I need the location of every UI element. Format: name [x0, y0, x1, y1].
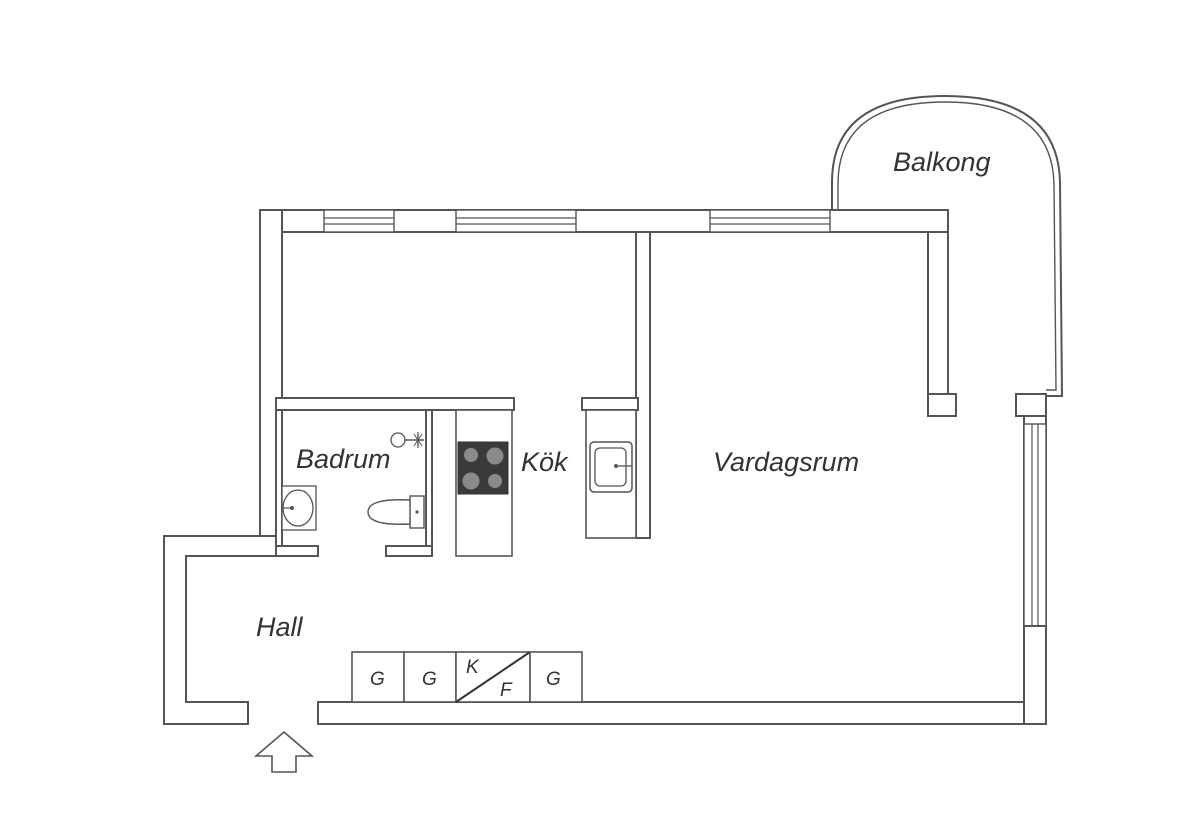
closet-3-divider	[455, 651, 531, 703]
room-label-living-room: Vardagsrum	[713, 447, 859, 477]
hall-outer-wall	[163, 535, 277, 725]
bathroom-bottom-wall-right	[385, 545, 433, 557]
room-label-balcony: Balkong	[893, 147, 991, 177]
closet-3-bottom-label: F	[500, 680, 513, 701]
bathroom-sink-icon	[281, 485, 317, 531]
right-wall-stub	[927, 231, 949, 397]
window-3	[709, 209, 831, 233]
room-label-hall: Hall	[256, 612, 304, 642]
window-2	[455, 209, 577, 233]
room-label-kitchen: Kök	[521, 447, 569, 477]
kitchen-sink-icon	[589, 441, 633, 493]
kitchen-top-wall	[581, 397, 639, 411]
bathroom-left-wall	[275, 409, 283, 549]
window-right	[1023, 423, 1047, 627]
entrance-arrow-icon	[253, 730, 315, 773]
closet-1-label: G	[370, 669, 385, 690]
closet-4	[529, 651, 583, 703]
shower-icon	[390, 432, 424, 448]
closet-3-top-label: K	[466, 657, 480, 678]
closet-2-label: G	[422, 669, 437, 690]
balcony-outline	[831, 94, 1064, 397]
bedroom-bottom-wall	[275, 397, 515, 411]
bathroom-bottom-wall-left	[275, 545, 319, 557]
balcony-outline-inner	[837, 101, 1057, 391]
toilet-icon	[367, 495, 425, 529]
closet-1	[351, 651, 405, 703]
divider-wall	[635, 231, 651, 539]
window-1	[323, 209, 395, 233]
right-wall-notch	[927, 393, 957, 417]
bathroom-right-wall	[425, 409, 433, 557]
closet-row: G G K F G	[351, 651, 583, 703]
room-label-bathroom: Badrum	[296, 444, 391, 474]
stove-icon	[457, 441, 509, 495]
right-wall-lower	[1023, 625, 1047, 725]
right-wall-corner	[1015, 393, 1047, 417]
closet-4-label: G	[546, 669, 561, 690]
